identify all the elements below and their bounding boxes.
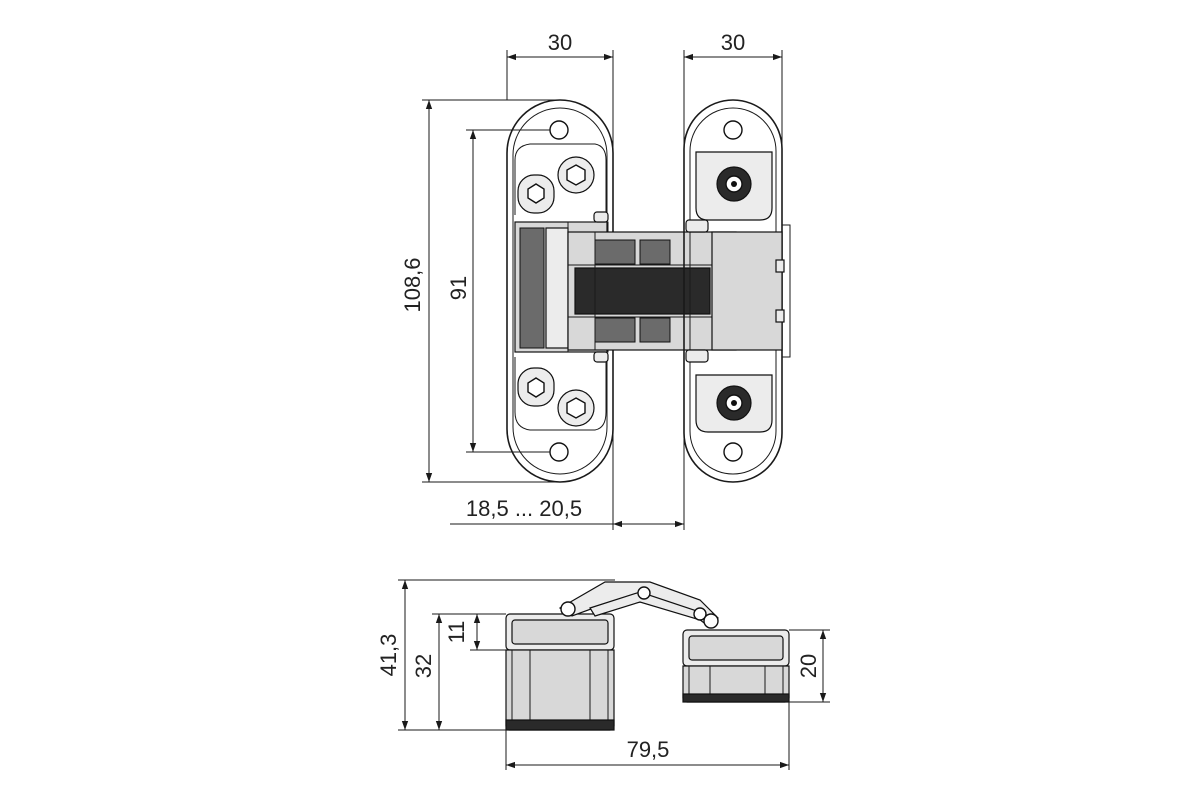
dim-right-width: 30 bbox=[683, 30, 783, 225]
mount-hole-top-right bbox=[723, 120, 743, 140]
right-plate bbox=[683, 99, 791, 483]
dim-label: 30 bbox=[721, 30, 745, 55]
screw-icon bbox=[557, 156, 595, 194]
pivot-icon bbox=[637, 586, 651, 600]
right-cup bbox=[682, 629, 790, 703]
dim-hole-spacing: 91 bbox=[446, 129, 550, 453]
dim-label: 30 bbox=[548, 30, 572, 55]
pivot-icon bbox=[560, 601, 576, 617]
hinge-arm bbox=[567, 231, 737, 351]
dim-side-body-height: 32 bbox=[411, 613, 506, 730]
pivot-icon bbox=[703, 613, 719, 629]
dim-side-total-width: 79,5 bbox=[505, 702, 790, 770]
screw-icon bbox=[557, 389, 595, 427]
left-plate bbox=[506, 99, 614, 483]
dim-side-total-height: 41,3 bbox=[376, 579, 615, 731]
dim-label: 79,5 bbox=[627, 737, 670, 762]
dim-left-width: 30 bbox=[506, 30, 614, 220]
mount-hole-bottom-left bbox=[549, 442, 569, 462]
side-view: 41,3 32 11 20 79,5 bbox=[376, 579, 830, 770]
mount-hole-top-left bbox=[549, 120, 569, 140]
adjustment-screw-icon bbox=[716, 385, 752, 421]
dim-side-right-height: 20 bbox=[789, 629, 830, 703]
left-cup bbox=[505, 613, 615, 731]
dim-label: 91 bbox=[446, 276, 471, 300]
screw-icon bbox=[517, 367, 555, 407]
dim-side-top-offset: 11 bbox=[444, 614, 506, 651]
dim-label: 32 bbox=[411, 654, 436, 678]
dim-label: 20 bbox=[796, 654, 821, 678]
dim-label: 18,5 ... 20,5 bbox=[466, 496, 582, 521]
dim-label: 41,3 bbox=[376, 634, 401, 677]
adjustment-screw-icon bbox=[716, 166, 752, 202]
dim-label: 108,6 bbox=[400, 257, 425, 312]
side-arm bbox=[558, 581, 719, 629]
dim-label: 11 bbox=[444, 621, 469, 644]
mount-hole-bottom-right bbox=[723, 442, 743, 462]
dim-gap-range: 18,5 ... 20,5 bbox=[450, 370, 685, 530]
dim-total-length: 108,6 bbox=[400, 99, 560, 483]
front-view: 30 30 108,6 91 18,5 . bbox=[400, 30, 791, 530]
pivot-icon bbox=[693, 607, 707, 621]
screw-icon bbox=[517, 174, 555, 214]
